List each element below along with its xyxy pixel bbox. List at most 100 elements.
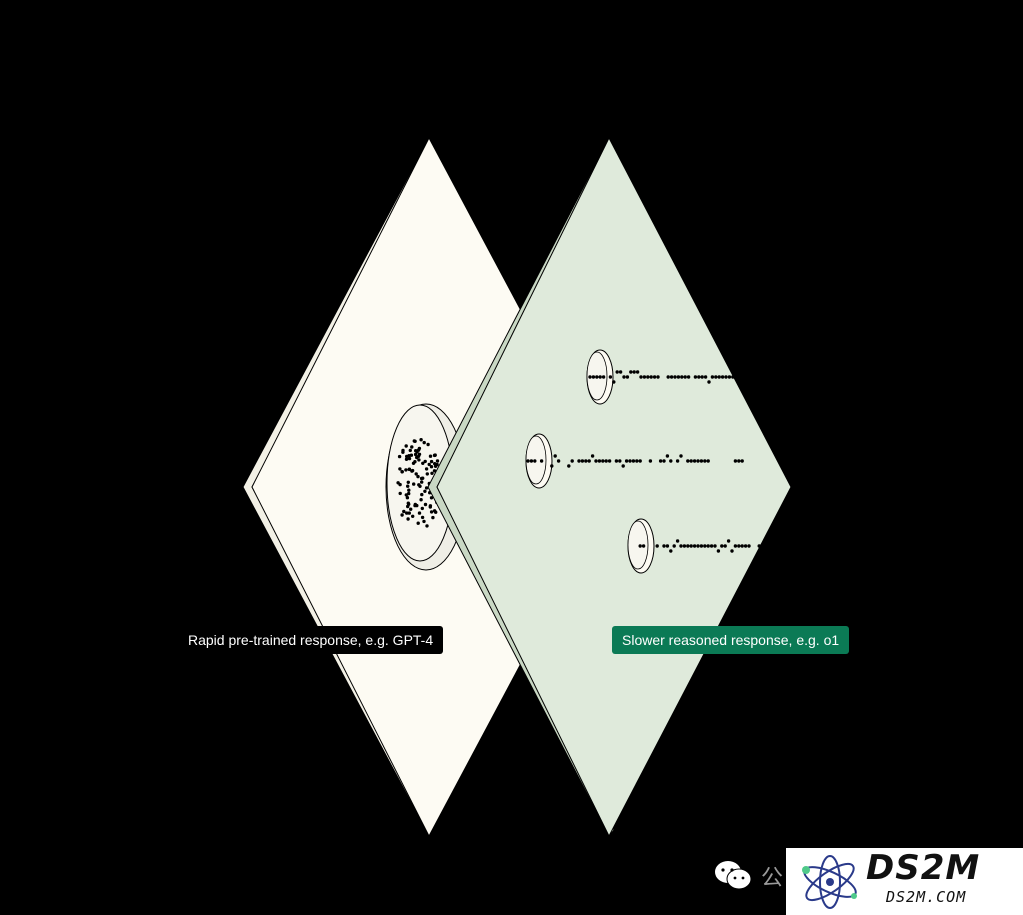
reasoned-plane-edge [427, 136, 615, 837]
reasoned-plane-face [436, 136, 792, 838]
cluster-dot [412, 482, 416, 486]
trail-dot [733, 459, 738, 463]
cluster-dot [429, 496, 434, 500]
cluster-dot [429, 459, 434, 464]
trail-dot [724, 375, 728, 379]
cluster-dot [431, 515, 435, 520]
trail-dot [553, 454, 557, 458]
trail-dot [638, 459, 642, 463]
trail-dot [675, 459, 680, 463]
cluster-dot [424, 486, 429, 490]
trail-dot [652, 375, 657, 379]
trail-dot [689, 544, 693, 548]
trail-dot [567, 464, 571, 468]
trail-dot [710, 375, 715, 379]
reasoned-response-label: Slower reasoned response, e.g. o1 [612, 626, 850, 654]
cluster-dot [404, 444, 408, 448]
trail-dot [676, 375, 681, 379]
trail-dot [693, 375, 698, 379]
pretrained-response-label: Rapid pre-trained response, e.g. GPT-4 [178, 626, 444, 654]
trail-dot [584, 459, 588, 463]
cluster-dot [419, 476, 424, 481]
trail-dot [533, 459, 537, 463]
trail-dot [689, 459, 693, 463]
trail-dot [692, 544, 697, 548]
cluster-dot [407, 488, 411, 492]
trail-dot [696, 459, 700, 463]
trail-dot [673, 375, 677, 379]
cluster-dot [404, 468, 408, 472]
cluster-dot [433, 464, 438, 468]
trail-dot [714, 375, 718, 379]
trail-dot [707, 380, 711, 384]
cluster-dot [419, 438, 423, 442]
cluster-dot [405, 496, 410, 500]
trail-dot [757, 544, 761, 548]
cluster-dot [425, 472, 429, 476]
cluster-dot [423, 502, 428, 507]
trail-dot [682, 544, 687, 548]
trail-dot [696, 544, 700, 548]
reasoning-trail-dots [526, 370, 765, 553]
trail-dot [720, 544, 724, 548]
wechat-icon [715, 861, 752, 890]
trail-dot [648, 459, 653, 463]
trail-dot [672, 544, 676, 548]
trail-dot [709, 544, 714, 548]
trail-dot [669, 549, 673, 553]
trail-dot [580, 459, 585, 463]
cluster-dot [417, 458, 421, 462]
trail-dot [706, 459, 710, 463]
cluster-dot [400, 470, 404, 474]
cluster-dot [417, 511, 422, 515]
cluster-dot [420, 492, 424, 497]
trail-dot [570, 459, 574, 463]
trail-dot [577, 459, 581, 463]
trail-dot [615, 370, 619, 374]
cluster-dot [407, 456, 412, 461]
trail-dot [587, 459, 591, 463]
cluster-dot [416, 474, 420, 479]
trail-dot [703, 459, 707, 463]
trail-dot [662, 544, 666, 548]
trail-dot [597, 459, 602, 463]
cluster-dot [422, 440, 426, 445]
trail-dot [740, 459, 744, 463]
trail-dot [686, 375, 691, 379]
cluster-dot [429, 465, 434, 469]
trail-dot [727, 375, 732, 379]
cluster-dot [423, 459, 427, 464]
trail-dot [662, 459, 666, 463]
trail-dot [740, 544, 744, 548]
cluster-dot [413, 452, 418, 457]
reasoned-plane [427, 136, 792, 838]
trail-dot [713, 544, 717, 548]
logo-url: DS2M.COM [886, 888, 967, 906]
cluster-dot [415, 450, 419, 454]
cluster-dot [402, 509, 406, 514]
reasoning-hole-3-inner [627, 520, 649, 570]
trail-dot [747, 544, 751, 548]
cluster-dot [411, 514, 415, 518]
cluster-dot [428, 504, 433, 508]
cluster-dot [407, 511, 411, 515]
cluster-dot [398, 491, 402, 496]
trail-dot [594, 459, 598, 463]
cluster-dot [413, 503, 417, 508]
trail-dot [631, 459, 636, 463]
trail-dot [632, 370, 636, 374]
cluster-dot [416, 521, 420, 525]
trail-dot [638, 544, 642, 548]
trail-dot [621, 464, 625, 468]
cluster-dot [407, 491, 411, 496]
cluster-dot [408, 448, 412, 453]
trail-dot [598, 375, 602, 379]
trail-dot [703, 544, 707, 548]
trail-dot [716, 549, 721, 553]
cluster-dot [406, 484, 410, 488]
trail-dot [733, 544, 738, 548]
cluster-dot [397, 454, 402, 459]
trail-dot [703, 375, 708, 379]
trail-dot [669, 459, 673, 463]
trail-dot [614, 459, 619, 463]
